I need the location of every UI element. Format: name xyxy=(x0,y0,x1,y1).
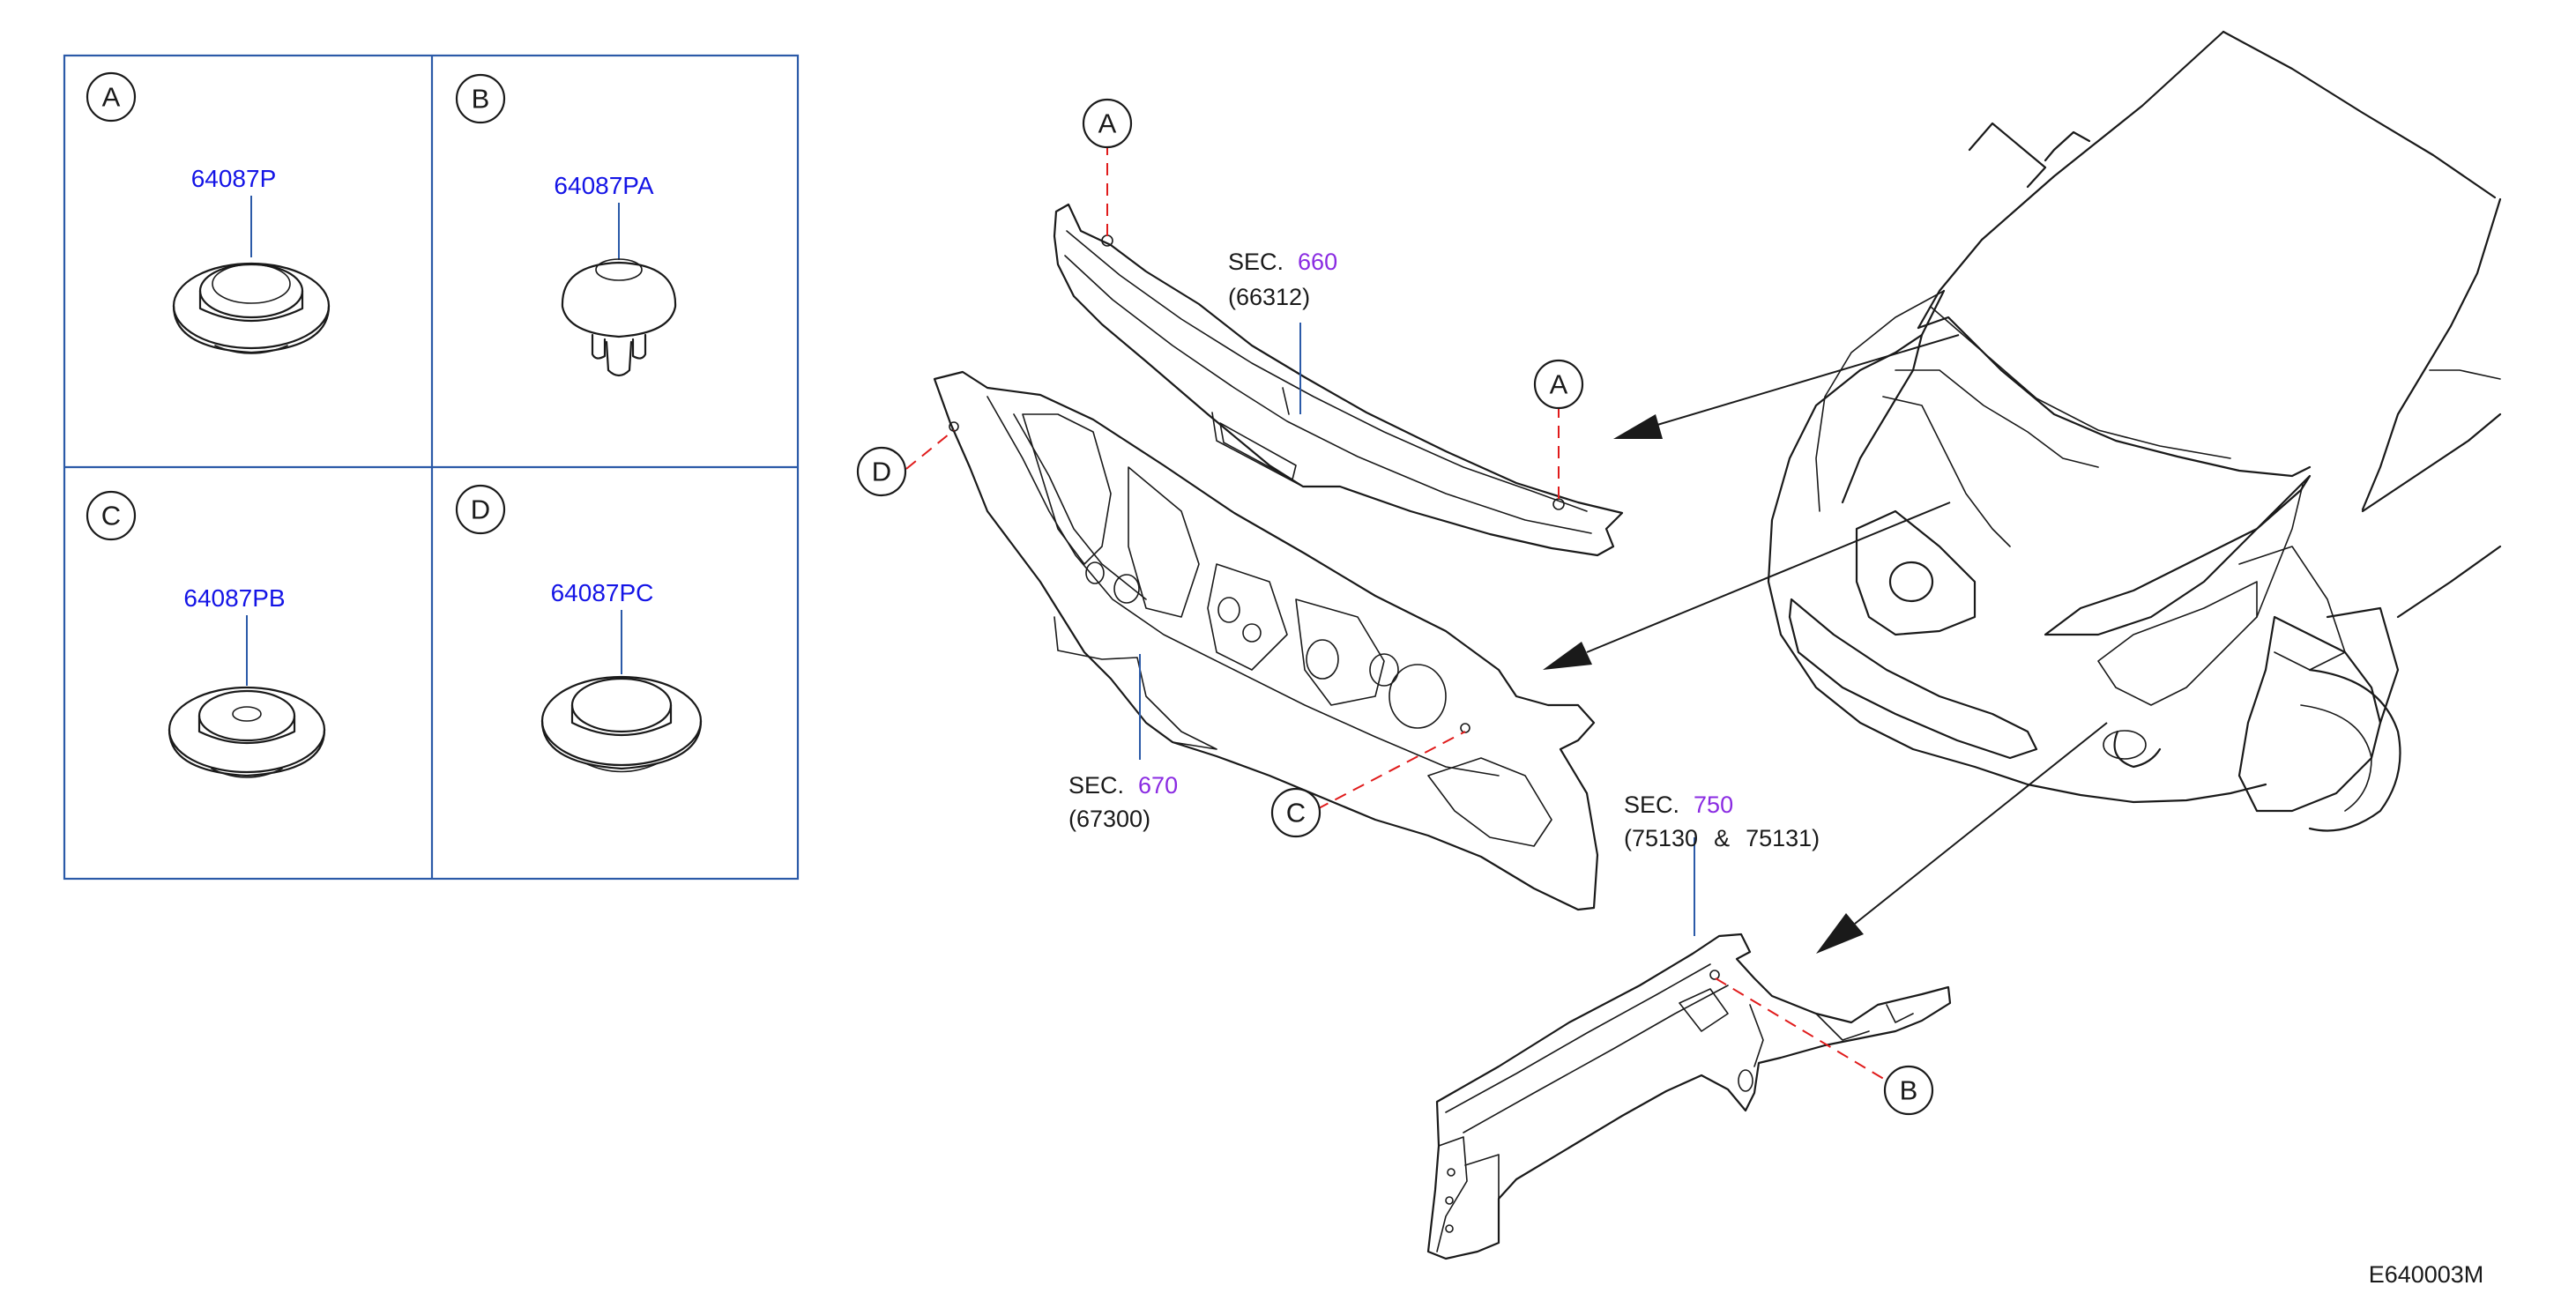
legend-callout-b xyxy=(455,73,506,124)
part-number-c: 64087PB xyxy=(183,584,285,612)
sec-670-prefix: SEC. xyxy=(1068,772,1124,799)
arrow-head-cowl xyxy=(1613,414,1663,439)
part-number-b: 64087PA xyxy=(554,172,653,199)
arrow-head-dash xyxy=(1543,642,1592,670)
grommet-a-icon xyxy=(172,262,331,354)
arrow-to-hoodledge xyxy=(1854,722,2108,925)
part-number-d: 64087PC xyxy=(551,579,654,606)
sec-750-number: 750 xyxy=(1694,791,1733,818)
legend-letter-d: D xyxy=(471,494,490,525)
plug-b-icon xyxy=(561,258,677,377)
arrow-head-hoodledge xyxy=(1816,913,1864,954)
sec-660-label: SEC. 660 xyxy=(1228,249,1337,275)
hoodledge-assembly xyxy=(1426,933,1952,1260)
callout-cowl-right-letter: A xyxy=(1550,369,1568,400)
legend-grid: A 64087P B 64087PA xyxy=(63,54,800,881)
sec-670-label: SEC. 670 xyxy=(1068,772,1178,799)
legend-callout-c xyxy=(86,490,137,541)
cowl-top-panel xyxy=(1053,203,1624,557)
sec-750-amp: & xyxy=(1714,825,1730,851)
callout-dash-right xyxy=(1270,787,1322,838)
legend-callout-a xyxy=(86,71,137,123)
arrow-to-cowl xyxy=(1657,334,1960,426)
sec-750-label: SEC. 750 xyxy=(1624,791,1733,818)
arrow-to-dash xyxy=(1586,502,1951,653)
legend-cell-a: A 64087P xyxy=(86,71,331,354)
part-number-a: 64087P xyxy=(191,165,277,192)
pointer-arrows xyxy=(1543,334,2108,954)
legend-cell-d: D 64087PC xyxy=(455,484,703,773)
legend-callout-d xyxy=(455,484,506,535)
sec-660-number: 660 xyxy=(1298,249,1337,275)
callout-dash-right-letter: C xyxy=(1286,798,1306,829)
dash-dash-leader-d xyxy=(905,429,955,470)
grommet-d-icon xyxy=(540,675,703,773)
dash-dash-leader-c xyxy=(1316,731,1466,810)
sec-750-prefix: SEC. xyxy=(1624,791,1679,818)
sec-750-part: (75130&75131) xyxy=(1624,825,1820,851)
sec-670-number: 670 xyxy=(1138,772,1178,799)
callout-dash-left-letter: D xyxy=(872,457,891,487)
sec-670-part: (67300) xyxy=(1068,806,1150,832)
hoodledge-dash-leader-b xyxy=(1715,977,1887,1081)
legend-letter-b: B xyxy=(472,84,490,115)
legend-letter-c: C xyxy=(101,501,121,531)
callout-cowl-left xyxy=(1082,98,1133,149)
sec-660-prefix: SEC. xyxy=(1228,249,1284,275)
callout-hoodledge xyxy=(1883,1065,1934,1116)
sec-750-part-b: 75131) xyxy=(1746,825,1820,851)
callout-hoodledge-letter: B xyxy=(1900,1075,1918,1106)
callout-cowl-left-letter: A xyxy=(1098,108,1117,139)
legend-cell-c: C 64087PB xyxy=(86,490,326,778)
sec-660-part: (66312) xyxy=(1228,284,1310,310)
dash-panel xyxy=(933,370,1599,911)
grommet-c-icon xyxy=(168,686,326,778)
callout-dash-left xyxy=(856,446,907,497)
car-front-illustration xyxy=(1767,30,2502,832)
callout-cowl-right xyxy=(1533,359,1584,410)
legend-cell-b: B 64087PA xyxy=(455,73,677,377)
legend-letter-a: A xyxy=(102,82,121,113)
diagram-code: E640003M xyxy=(2369,1261,2484,1288)
sec-750-part-a: (75130 xyxy=(1624,825,1698,851)
